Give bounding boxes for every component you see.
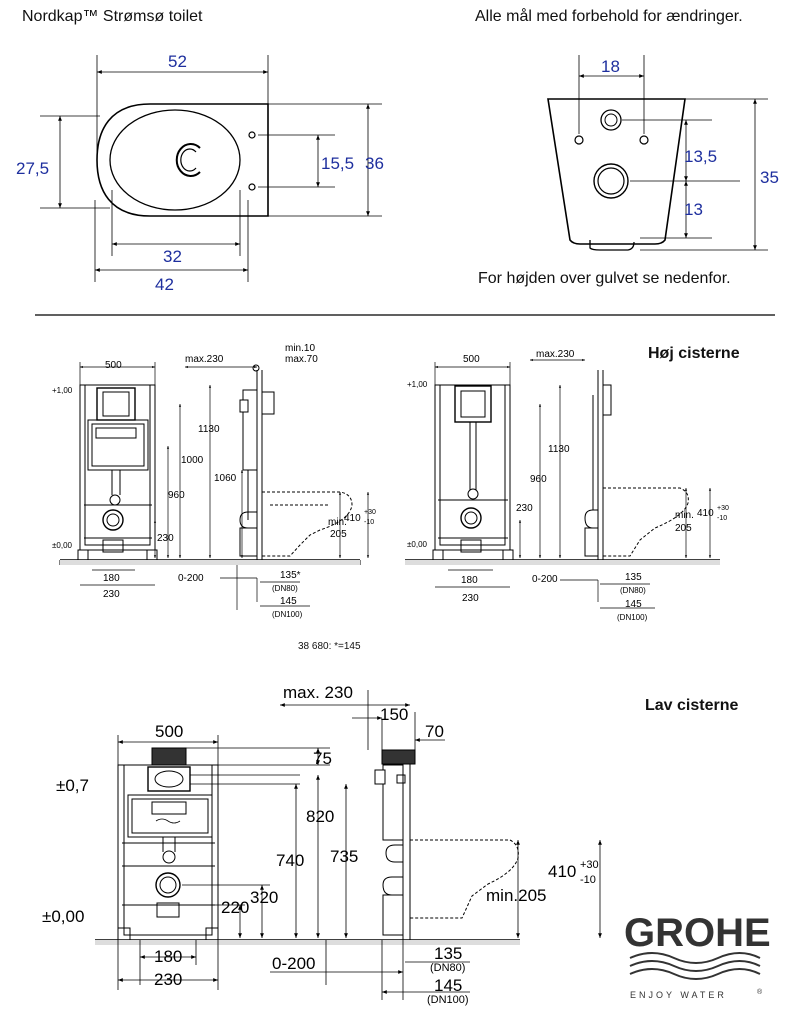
low-d150: 150 (380, 705, 408, 724)
low-h735: 735 (330, 847, 358, 866)
hl-b135: 135* (280, 570, 301, 581)
hl-b0200: 0-200 (178, 573, 204, 584)
low-zero: ±0,00 (42, 907, 84, 926)
low-h820: 820 (306, 807, 334, 826)
dim-13-5: 13,5 (684, 147, 717, 166)
hr-plus100: +1,00 (407, 380, 428, 389)
grohe-logo: GROHE ENJOY WATER ® (624, 911, 771, 1000)
high-cistern-left-dims (79, 362, 370, 610)
hl-max70: max.70 (285, 354, 318, 365)
low-plus07: ±0,7 (56, 776, 89, 795)
hl-dn80: (DN80) (272, 584, 298, 593)
hl-410: 410 (344, 513, 361, 524)
hl-h1130: 1130 (198, 424, 220, 435)
low-max230: max. 230 (283, 683, 353, 702)
dim-35: 35 (760, 168, 779, 187)
toilet-rear-view (547, 98, 686, 251)
low-b180: 180 (154, 947, 182, 966)
hl-h1000: 1000 (181, 455, 204, 466)
low-h740: 740 (276, 851, 304, 870)
low-w500: 500 (155, 722, 183, 741)
hr-w500: 500 (463, 354, 480, 365)
dim-18: 18 (601, 57, 620, 76)
high-cistern-right-dims (434, 358, 712, 609)
high-cistern-left-frame (59, 384, 361, 565)
hl-205: 205 (330, 529, 347, 540)
low-d70: 70 (425, 722, 444, 741)
high-cistern-right-frame (405, 384, 720, 565)
low-cistern-side (374, 749, 519, 940)
hr-b145: 145 (625, 599, 642, 610)
low-dn100: (DN100) (427, 994, 469, 1006)
hr-min: min. (675, 510, 694, 521)
disclaimer: Alle mål med forbehold for ændringer. (475, 8, 743, 25)
hl-plus100: +1,00 (52, 386, 73, 395)
dim-36: 36 (365, 154, 384, 173)
hl-b145: 145 (280, 596, 297, 607)
rear-view-dimensions (578, 55, 768, 251)
low-d75: 75 (313, 749, 332, 768)
hl-h960: 960 (168, 490, 185, 501)
grohe-tagline: ENJOY WATER (630, 990, 727, 1000)
toilet-top-dimensions (40, 55, 382, 282)
hl-w500: 500 (105, 360, 122, 371)
low-cistern-dims (117, 690, 602, 1000)
dim-width-52: 52 (168, 52, 187, 71)
low-h320: 320 (250, 888, 278, 907)
hr-dn100: (DN100) (617, 613, 648, 622)
hr-b180: 180 (461, 575, 478, 586)
low-sub: -10 (580, 874, 596, 886)
hr-410: 410 (697, 508, 714, 519)
low-h220: 220 (221, 898, 249, 917)
low-min205: min.205 (486, 886, 546, 905)
dim-15-5: 15,5 (321, 154, 354, 173)
model-footnote: 38 680: *=145 (298, 641, 361, 652)
hr-dn80: (DN80) (620, 586, 646, 595)
floor-height-note: For højden over gulvet se nedenfor. (478, 270, 731, 287)
hr-205: 205 (675, 523, 692, 534)
hr-sub: -10 (717, 515, 727, 522)
low-sup: +30 (580, 859, 599, 871)
hl-h1060: 1060 (214, 473, 237, 484)
low-b135: 135 (434, 944, 462, 963)
hl-sub: -10 (364, 519, 374, 526)
hl-min: min. (328, 517, 347, 528)
hr-h1130: 1130 (548, 444, 570, 455)
dim-13: 13 (684, 200, 703, 219)
low-dn80: (DN80) (430, 962, 465, 974)
water-waves-icon (629, 952, 761, 980)
hl-b180: 180 (103, 573, 120, 584)
dim-32: 32 (163, 247, 182, 266)
hr-max230: max.230 (536, 349, 575, 360)
hl-max230: max.230 (185, 354, 224, 365)
low-b145: 145 (434, 976, 462, 995)
hl-dn100: (DN100) (272, 610, 303, 619)
hl-sup: +30 (364, 509, 376, 516)
low-v410: 410 (548, 862, 576, 881)
high-cistern-right-side (584, 370, 689, 560)
hr-h960: 960 (530, 474, 547, 485)
low-cistern-frame (95, 747, 520, 945)
hl-h230: 230 (157, 533, 174, 544)
dim-42: 42 (155, 275, 174, 294)
hr-zero: ±0,00 (407, 540, 428, 549)
hr-b0200: 0-200 (532, 574, 558, 585)
hl-min10: min.10 (285, 343, 315, 354)
hr-h230: 230 (516, 503, 533, 514)
product-title: Nordkap™ Strømsø toilet (22, 8, 203, 25)
registered-mark: ® (757, 988, 763, 996)
hl-b230: 230 (103, 589, 120, 600)
high-cistern-title: Høj cisterne (648, 345, 740, 362)
dim-27-5: 27,5 (16, 159, 49, 178)
low-b0200: 0-200 (272, 954, 315, 973)
hr-b230: 230 (462, 593, 479, 604)
low-b230: 230 (154, 970, 182, 989)
toilet-top-view (96, 103, 269, 217)
low-cistern-title: Lav cisterne (645, 697, 739, 714)
grohe-wordmark: GROHE (624, 911, 771, 955)
hr-b135: 135 (625, 572, 642, 583)
hr-sup: +30 (717, 505, 729, 512)
hl-zero: ±0,00 (52, 541, 73, 550)
